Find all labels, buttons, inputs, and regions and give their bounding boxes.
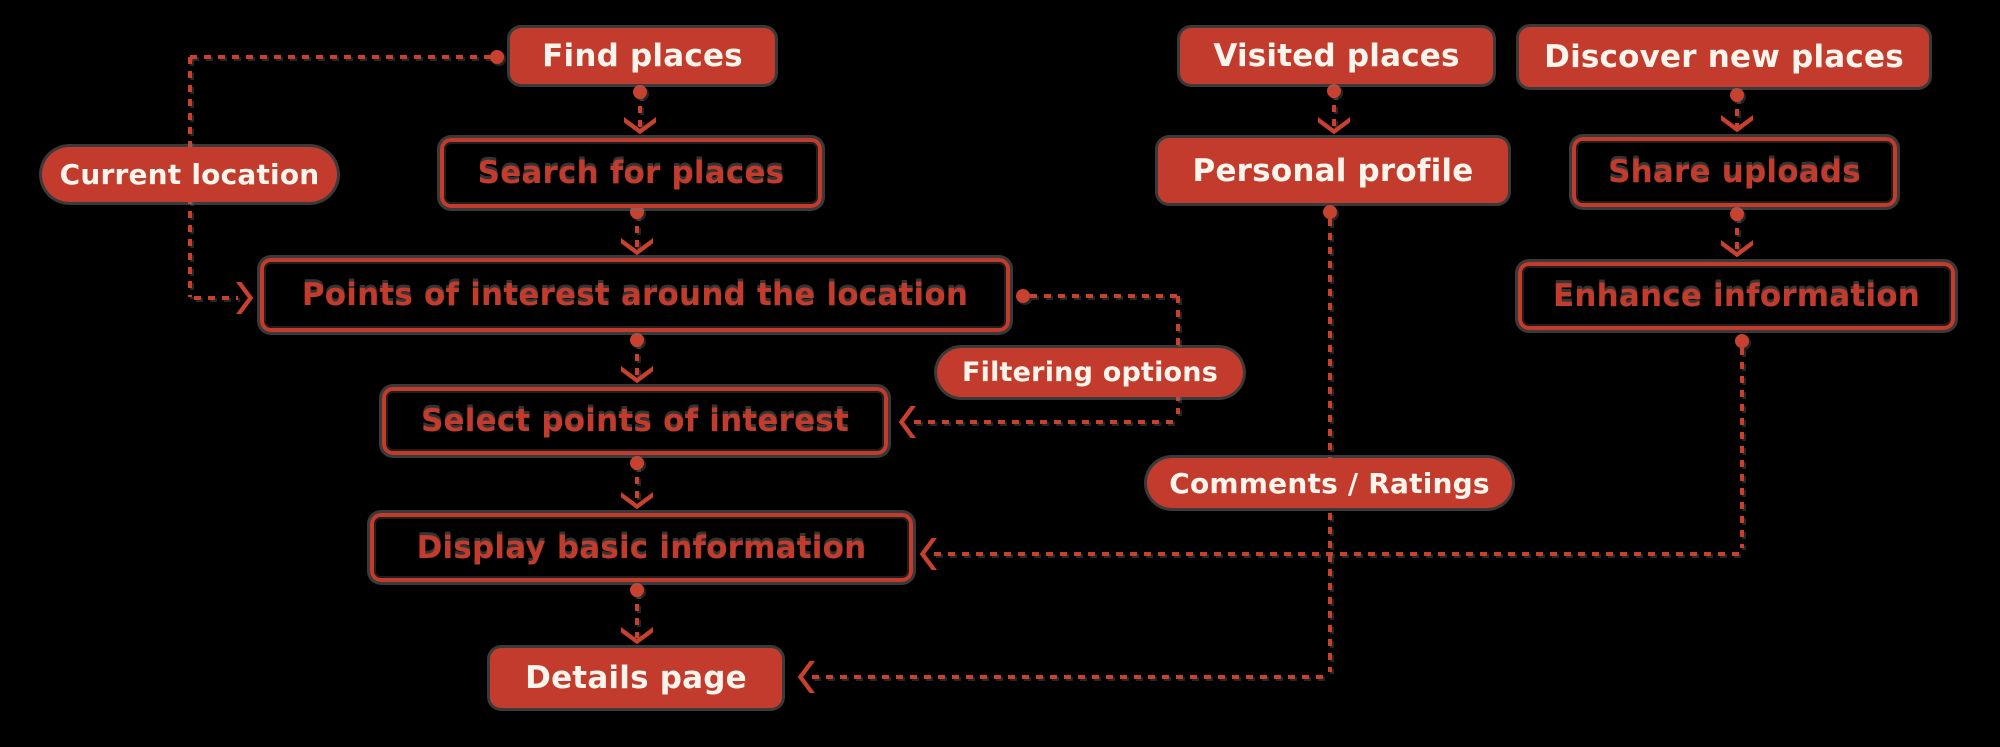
edge-pointsofinterest-to-select-via-filteringoptions-segment-2 xyxy=(914,420,1178,424)
edge-personalprofile-to-detailspage-via-commentsratings-segment-0 xyxy=(1328,219,1332,672)
stub-display-to-details-start-dot-icon xyxy=(630,583,644,597)
edge-label-filtering-options-text: Filtering options xyxy=(962,357,1218,388)
edge-findplaces-to-pointsofinterest-via-currentlocation-segment-2 xyxy=(194,296,238,300)
edge-label-comments-ratings-text: Comments / Ratings xyxy=(1169,466,1490,500)
stub-discover-to-share-segment-0 xyxy=(1735,95,1739,128)
node-find-places: Find places xyxy=(510,28,775,84)
node-search-for-places-label: Search for places xyxy=(477,155,785,191)
node-personal-profile: Personal profile xyxy=(1158,138,1508,203)
stub-display-to-details-segment-0 xyxy=(635,590,639,638)
edge-findplaces-to-pointsofinterest-via-currentlocation-start-dot-icon xyxy=(490,50,504,64)
node-select-points-of-interest: Select points of interest xyxy=(382,387,888,455)
node-share-uploads: Share uploads xyxy=(1572,137,1897,207)
edge-label-filtering-options: Filtering options xyxy=(937,348,1243,397)
node-discover-new-places-label: Discover new places xyxy=(1544,39,1904,75)
stub-select-to-display-start-dot-icon xyxy=(630,456,644,470)
edge-label-comments-ratings: Comments / Ratings xyxy=(1147,458,1512,508)
edge-enhanceinformation-to-displaybasicinformation-segment-1 xyxy=(934,552,1742,556)
stub-select-to-display-segment-0 xyxy=(635,463,639,503)
stub-findplaces-to-search-segment-0 xyxy=(638,92,642,128)
node-search-for-places: Search for places xyxy=(440,138,822,208)
node-points-of-interest-label: Points of interest around the location xyxy=(301,277,969,313)
stub-pointsofinterest-to-select-start-dot-icon xyxy=(630,333,644,347)
edge-pointsofinterest-to-select-via-filteringoptions-start-dot-icon xyxy=(1016,289,1030,303)
stub-share-to-enhance-start-dot-icon xyxy=(1730,207,1744,221)
stub-discover-to-share-start-dot-icon xyxy=(1730,88,1744,102)
edge-findplaces-to-pointsofinterest-via-currentlocation-segment-0 xyxy=(190,55,497,59)
stub-pointsofinterest-to-select-segment-0 xyxy=(635,340,639,378)
stub-search-to-pointsofinterest-segment-0 xyxy=(635,212,639,250)
node-enhance-information-label: Enhance information xyxy=(1552,278,1921,314)
node-display-basic-information-label: Display basic information xyxy=(416,529,867,566)
node-share-uploads-label: Share uploads xyxy=(1608,154,1861,190)
edge-label-current-location-text: Current location xyxy=(59,158,320,191)
node-discover-new-places: Discover new places xyxy=(1519,27,1929,87)
node-details-page: Details page xyxy=(490,648,782,708)
edge-label-current-location: Current location xyxy=(42,147,337,202)
stub-visited-to-profile-segment-0 xyxy=(1332,91,1336,129)
node-details-page-label: Details page xyxy=(525,660,747,696)
edge-enhanceinformation-to-displaybasicinformation-start-dot-icon xyxy=(1735,334,1749,348)
node-points-of-interest: Points of interest around the location xyxy=(260,258,1010,332)
node-display-basic-information: Display basic information xyxy=(370,513,913,582)
edge-personalprofile-to-detailspage-via-commentsratings-segment-1 xyxy=(812,675,1330,679)
edge-enhanceinformation-to-displaybasicinformation-segment-0 xyxy=(1740,348,1744,548)
edge-findplaces-to-pointsofinterest-via-currentlocation-arrowhead-icon xyxy=(236,282,254,314)
node-find-places-label: Find places xyxy=(542,38,743,74)
stub-share-to-enhance-segment-0 xyxy=(1735,214,1739,252)
stub-visited-to-profile-start-dot-icon xyxy=(1327,84,1341,98)
node-personal-profile-label: Personal profile xyxy=(1192,152,1474,189)
edge-pointsofinterest-to-select-via-filteringoptions-segment-0 xyxy=(1030,294,1178,298)
node-enhance-information: Enhance information xyxy=(1518,262,1955,330)
node-select-points-of-interest-label: Select points of interest xyxy=(421,403,849,439)
node-visited-places: Visited places xyxy=(1180,28,1493,84)
stub-findplaces-to-search-start-dot-icon xyxy=(633,85,647,99)
stub-search-to-pointsofinterest-start-dot-icon xyxy=(630,205,644,219)
node-visited-places-label: Visited places xyxy=(1213,38,1460,74)
edge-personalprofile-to-detailspage-via-commentsratings-start-dot-icon xyxy=(1323,205,1337,219)
